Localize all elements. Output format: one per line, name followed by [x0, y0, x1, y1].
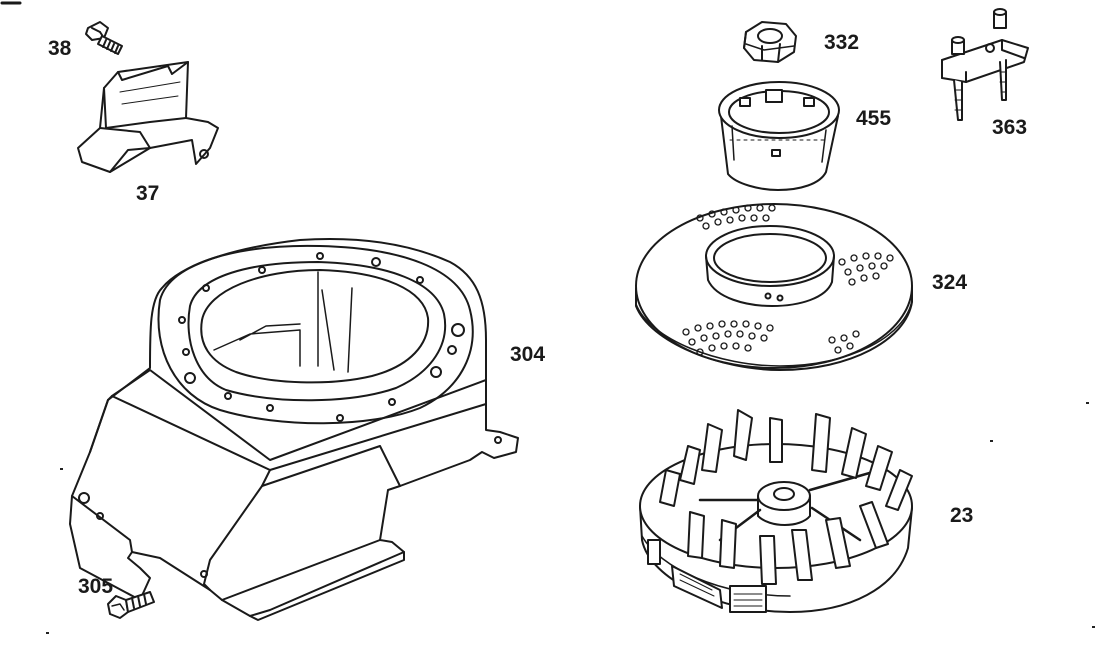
scan-speck: [990, 440, 993, 442]
callout-37: 37: [136, 182, 160, 205]
scan-speck: [1092, 626, 1095, 628]
bolt-icon: [85, 21, 123, 55]
blower-housing-icon: [69, 237, 519, 621]
bracket-icon: [941, 8, 1029, 121]
scan-speck: [60, 468, 63, 470]
scan-speck: [46, 632, 49, 634]
callout-455: 455: [856, 107, 892, 130]
air-deflector-icon: [77, 61, 219, 173]
callout-23: 23: [950, 504, 974, 527]
rotating-screen-icon: [635, 203, 913, 371]
callout-38: 38: [48, 37, 72, 60]
scan-speck: [1086, 402, 1089, 404]
screw-icon: [107, 591, 155, 619]
hex-nut-icon: [743, 21, 797, 63]
callout-332: 332: [824, 31, 860, 54]
starter-cup-icon: [718, 81, 840, 191]
callout-324: 324: [932, 271, 968, 294]
callout-305: 305: [78, 575, 114, 598]
callout-304: 304: [510, 343, 546, 366]
callout-363: 363: [992, 116, 1028, 139]
flywheel-icon: [639, 409, 913, 613]
